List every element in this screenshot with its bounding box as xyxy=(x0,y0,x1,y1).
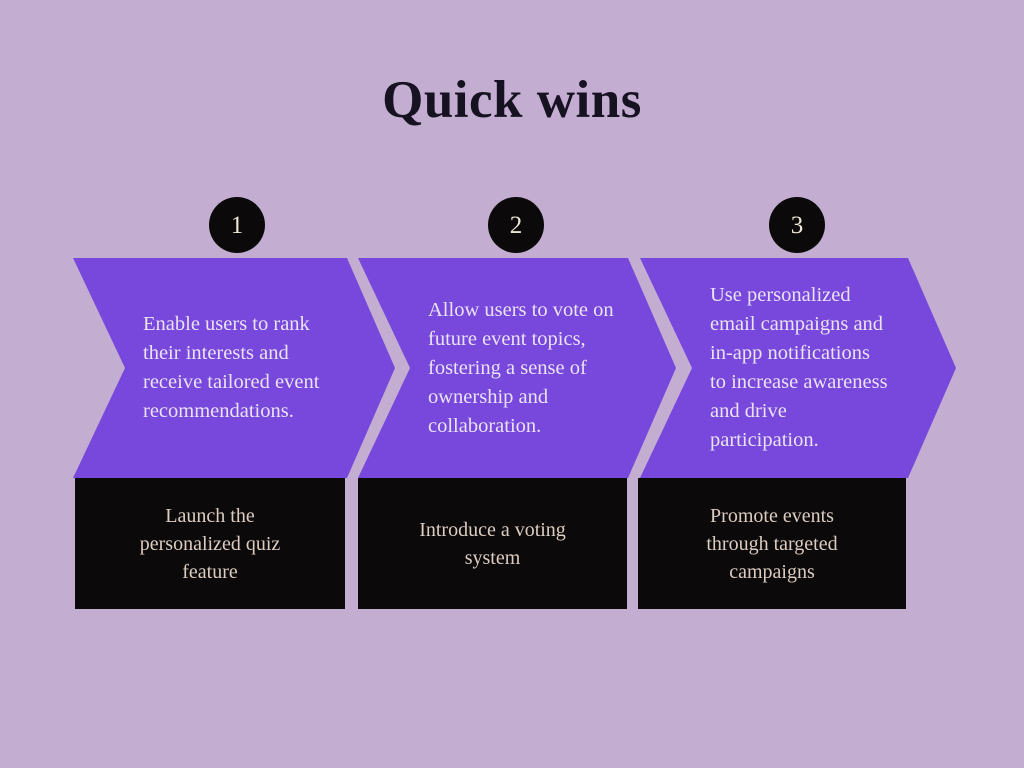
step-2-number: 2 xyxy=(509,211,523,239)
step-2-chevron-arrow: Allow users to vote on future event topi… xyxy=(358,258,676,478)
step-1-description: Enable users to rank their interests and… xyxy=(143,313,320,422)
step-2-label-box: Introduce a voting system xyxy=(358,478,627,609)
step-2-description: Allow users to vote on future event topi… xyxy=(428,298,614,437)
step-3-chevron-arrow: Use personalized email campaigns and in-… xyxy=(640,258,956,478)
step-1-label-box: Launch the personalized quiz feature xyxy=(75,478,345,609)
step-3-number-badge: 3 xyxy=(769,197,825,253)
step-1-number: 1 xyxy=(230,211,244,239)
step-3-description: Use personalized email campaigns and in-… xyxy=(710,284,888,451)
step-2-number-badge: 2 xyxy=(488,197,544,253)
step-1-number-badge: 1 xyxy=(209,197,265,253)
slide-title: Quick wins xyxy=(382,71,642,129)
step-2-label: Introduce a voting system xyxy=(419,518,566,569)
step-3-label: Promote events through targeted campaign… xyxy=(706,504,838,583)
step-3-number: 3 xyxy=(790,211,804,239)
step-1-chevron-arrow: Enable users to rank their interests and… xyxy=(73,258,395,478)
step-1-label: Launch the personalized quiz feature xyxy=(139,504,281,583)
step-3-label-box: Promote events through targeted campaign… xyxy=(638,478,906,609)
